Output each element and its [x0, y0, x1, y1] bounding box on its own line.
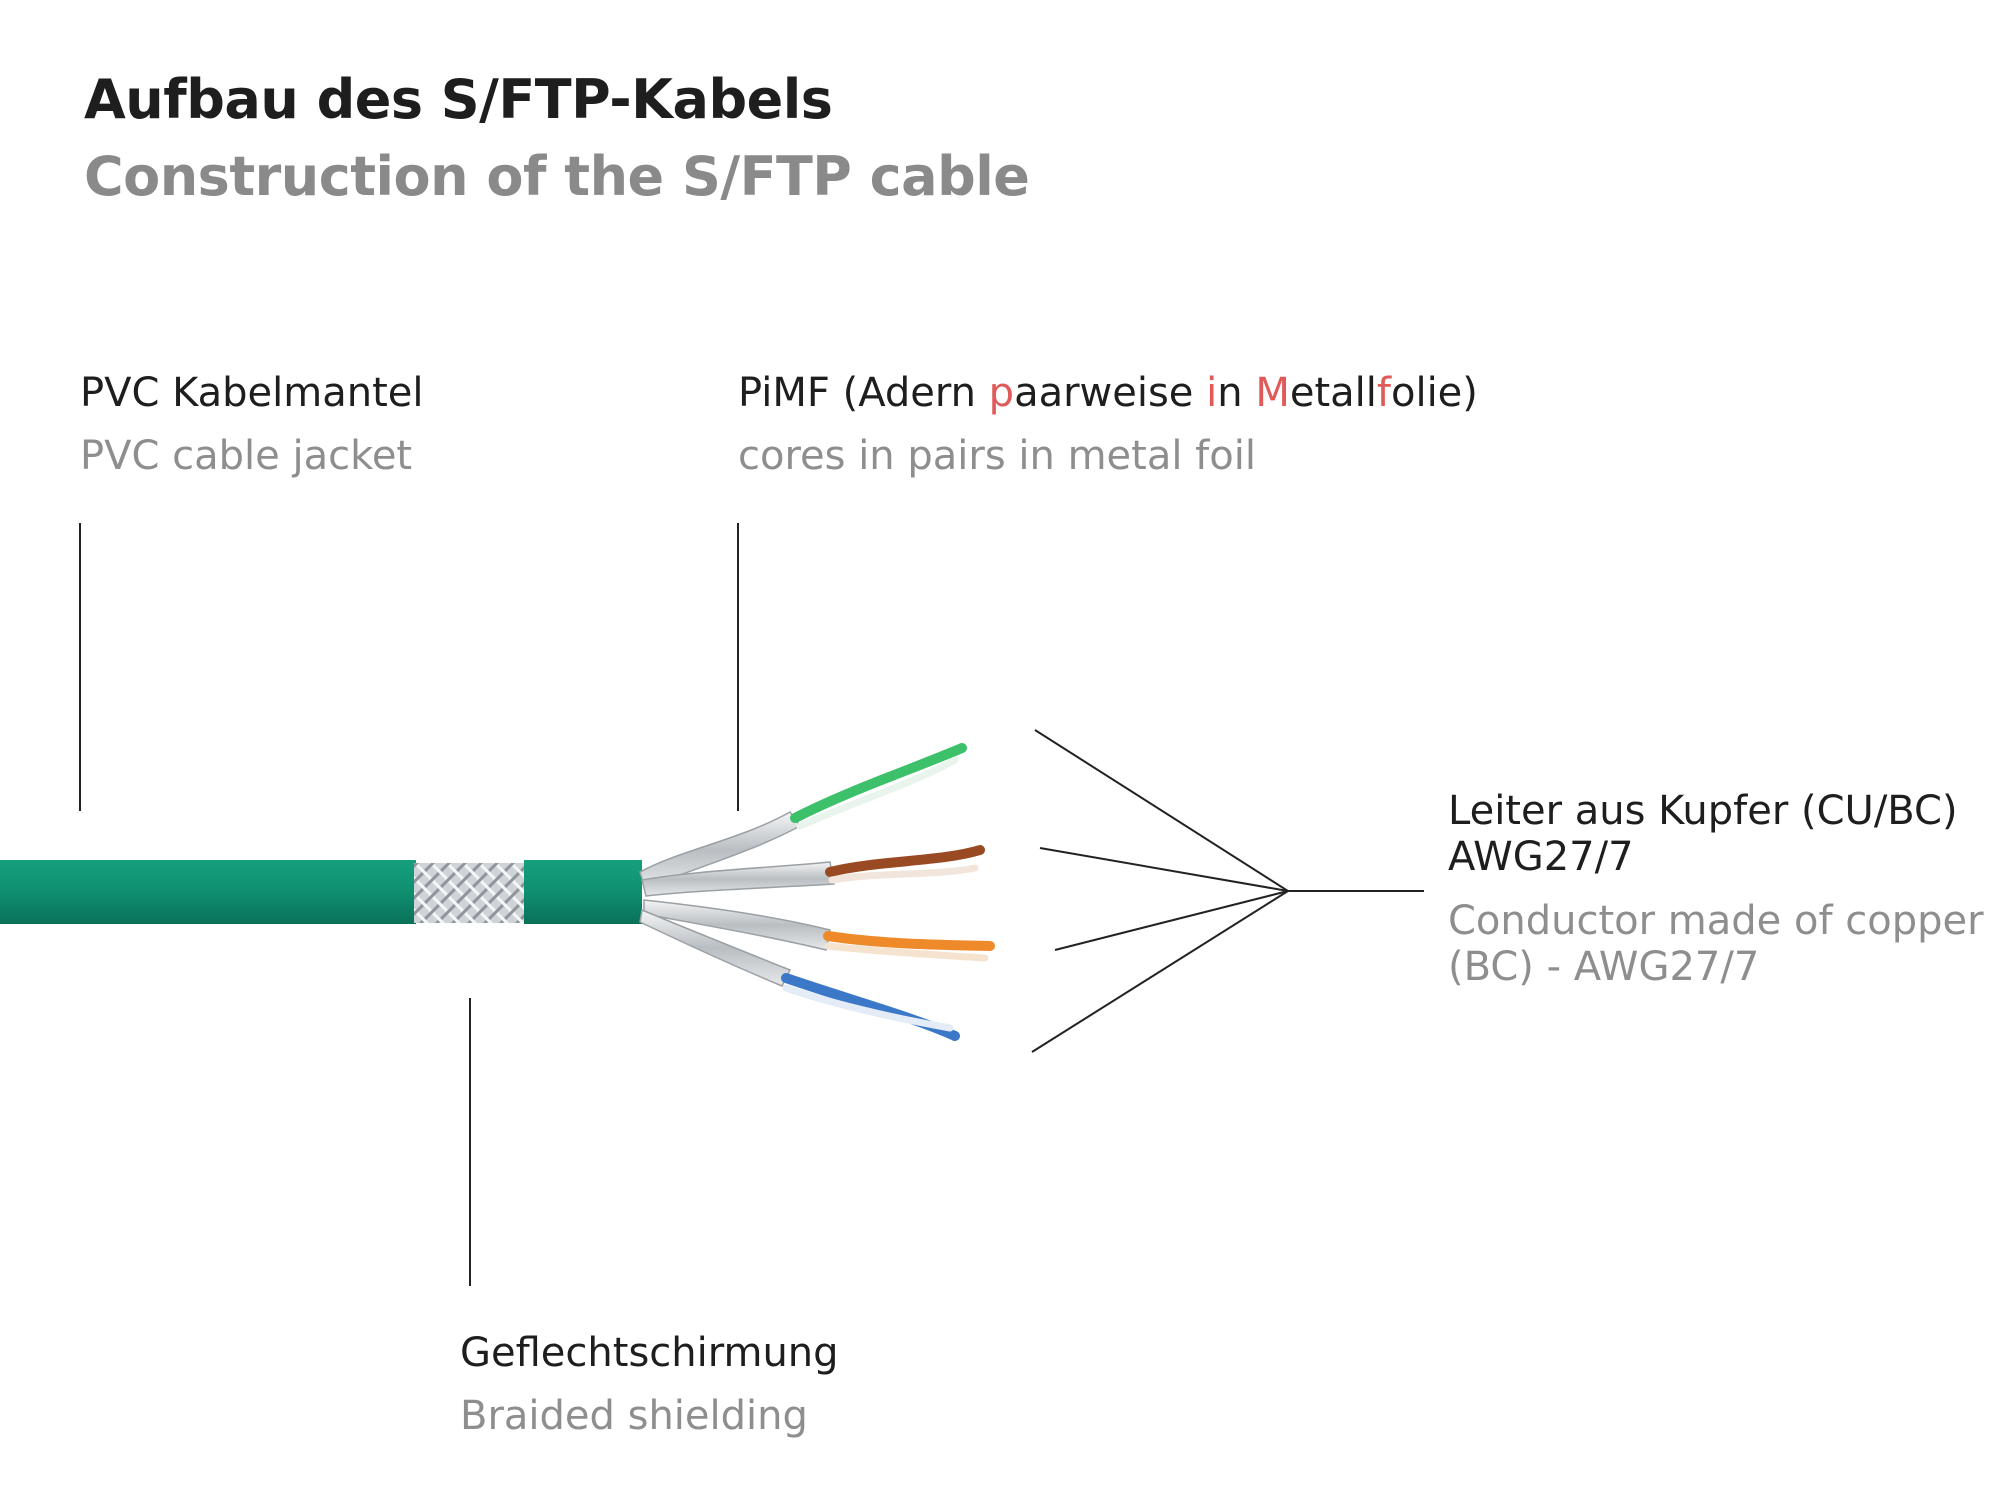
- conductor-orange-white: [824, 942, 989, 962]
- foil-pair-orange: [643, 899, 831, 951]
- conductor-leader-lines: [1031, 729, 1424, 1053]
- foil-pair-blue: [639, 908, 792, 987]
- braid-label-en: Braided shielding: [460, 1393, 808, 1439]
- cable-jacket-right: [524, 860, 642, 924]
- conductor-orange: [823, 931, 995, 951]
- conductor-green: [790, 743, 967, 823]
- braided-shield: [414, 863, 524, 923]
- foil-pairs: [639, 811, 835, 987]
- conductors: [781, 743, 995, 1041]
- conductor-brown-white: [828, 864, 979, 884]
- pimf-label-en: cores in pairs in metal foil: [738, 433, 1256, 479]
- foil-pair-brown: [641, 861, 835, 897]
- pimf-label-de: PiMF (Adern paarweise in Metallfolie): [738, 370, 1478, 416]
- conductor-brown: [825, 845, 985, 877]
- conductor-label-de-line1: Leiter aus Kupfer (CU/BC): [1448, 788, 1958, 834]
- conductor-label-de-line2: AWG27/7: [1448, 834, 1634, 880]
- cable-jacket-left: [0, 860, 416, 924]
- conductor-label-en-line1: Conductor made of copper: [1448, 898, 1984, 944]
- jacket-label-en: PVC cable jacket: [80, 433, 413, 479]
- title-german: Aufbau des S/FTP-Kabels: [84, 68, 833, 131]
- jacket-label-de: PVC Kabelmantel: [80, 370, 424, 416]
- conductor-blue-white: [782, 984, 954, 1032]
- title-english: Construction of the S/FTP cable: [84, 145, 1030, 208]
- conductor-label-en-line2: (BC) - AWG27/7: [1448, 944, 1760, 990]
- conductor-green-white: [796, 756, 959, 830]
- braid-label-de: Geflechtschirmung: [460, 1330, 839, 1376]
